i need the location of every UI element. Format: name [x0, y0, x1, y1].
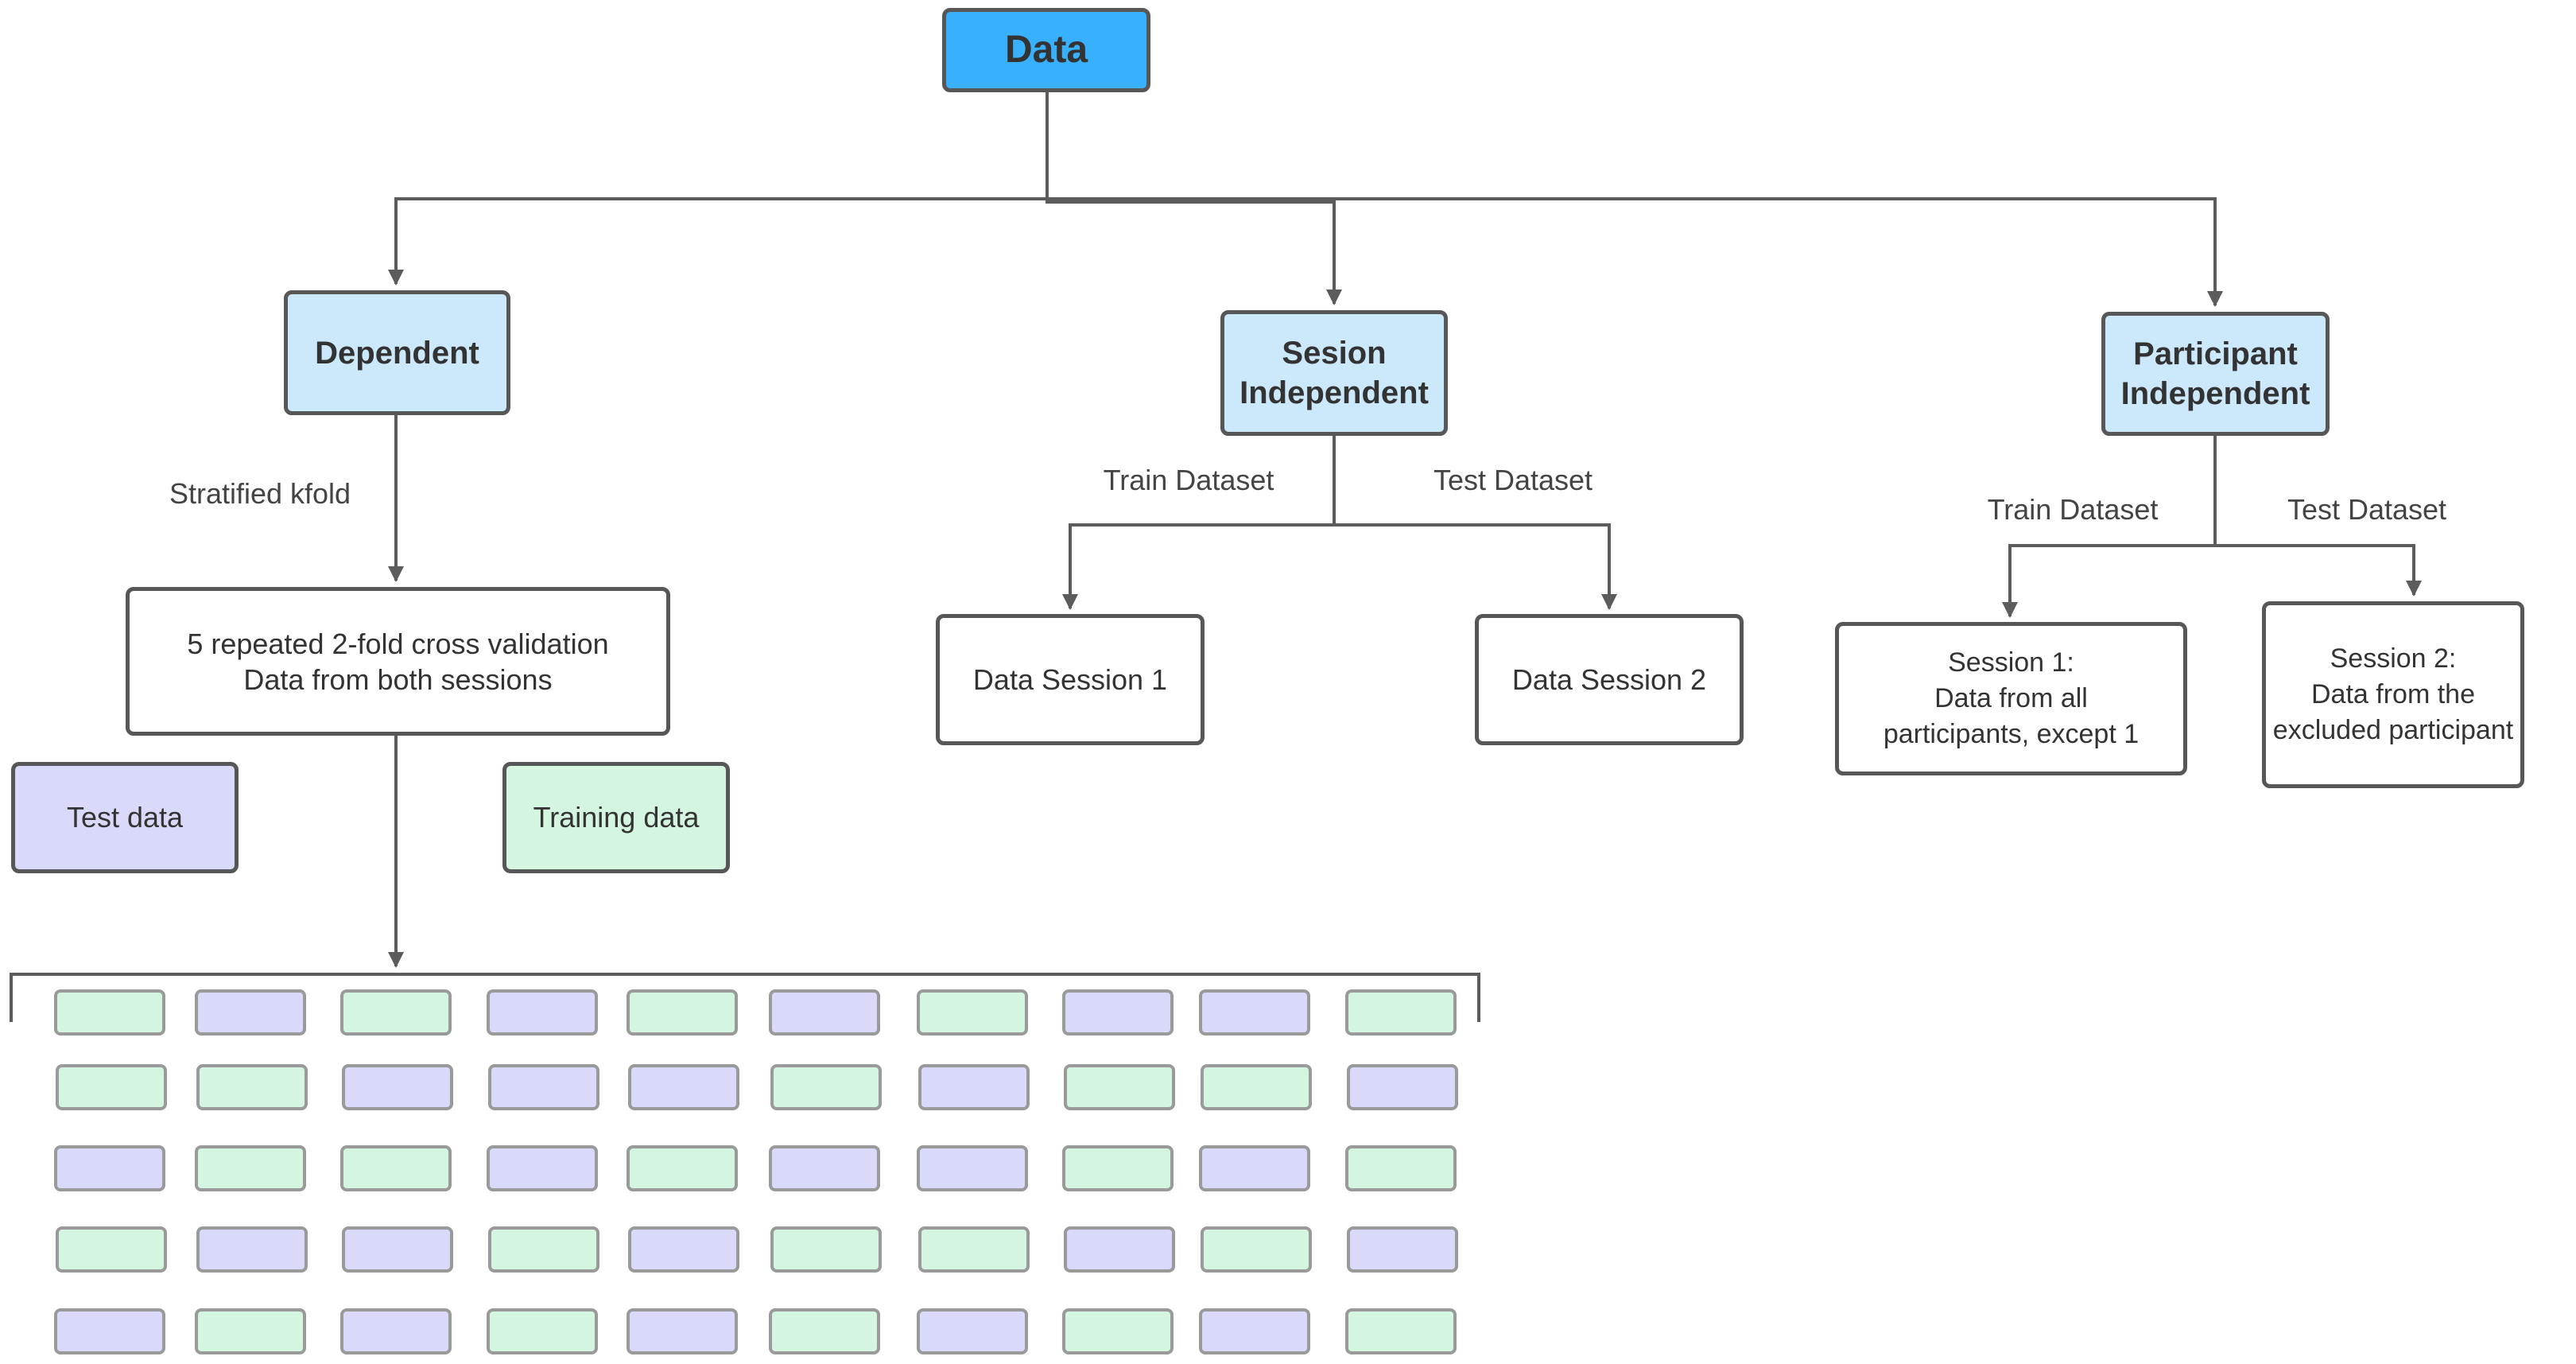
fold-train-r5c6 — [769, 1308, 880, 1354]
session-independent-node: Sesion Independent — [1220, 310, 1448, 436]
legend-training-data-label: Training data — [533, 801, 700, 834]
fold-test-r2c10 — [1347, 1064, 1458, 1110]
folds-bracket — [10, 973, 1480, 1022]
fold-test-r5c9 — [1199, 1308, 1310, 1354]
fold-train-r4c6 — [770, 1226, 882, 1273]
data-session-1-node-label: Data Session 1 — [972, 663, 1168, 696]
fold-train-r2c2 — [196, 1064, 308, 1110]
fold-train-r4c4 — [488, 1226, 599, 1273]
fold-test-r1c9 — [1199, 989, 1310, 1036]
fold-train-r1c1 — [54, 989, 165, 1036]
participant-session-1-node-label: Session 1: Data from all participants, e… — [1883, 647, 2140, 749]
session-independent-node-label: Sesion Independent — [1240, 336, 1429, 410]
edge-session-to-data-session-1 — [1062, 436, 1336, 610]
fold-train-r1c5 — [627, 989, 738, 1036]
fold-train-r2c6 — [770, 1064, 882, 1110]
fold-test-r2c7 — [918, 1064, 1030, 1110]
edge-data-to-participant-independent — [1046, 92, 2223, 307]
fold-test-r2c3 — [342, 1064, 453, 1110]
fold-train-r3c3 — [340, 1145, 452, 1191]
fold-train-r1c3 — [340, 989, 452, 1036]
fold-test-r5c3 — [340, 1308, 452, 1354]
fold-test-r2c5 — [628, 1064, 739, 1110]
session-test-dataset-label: Test Dataset — [1433, 464, 1593, 496]
fold-train-r3c5 — [627, 1145, 738, 1191]
fold-train-r5c2 — [195, 1308, 306, 1354]
legend-training-data: Training data — [502, 762, 730, 873]
data-node-label: Data — [1004, 29, 1088, 72]
participant-session-2-node: Session 2: Data from the excluded partic… — [2262, 601, 2524, 788]
fold-train-r2c8 — [1064, 1064, 1175, 1110]
fold-test-r3c1 — [54, 1145, 165, 1191]
fold-test-r5c7 — [917, 1308, 1028, 1354]
participant-independent-node-label: Participant Independent — [2120, 336, 2310, 411]
fold-test-r1c2 — [195, 989, 306, 1036]
fold-test-r1c4 — [487, 989, 598, 1036]
dependent-node: Dependent — [284, 290, 510, 415]
data-session-1-node: Data Session 1 — [936, 614, 1205, 745]
fold-train-r2c9 — [1201, 1064, 1312, 1110]
fold-test-r3c9 — [1199, 1145, 1310, 1191]
data-session-2-node-label: Data Session 2 — [1511, 663, 1707, 696]
participant-session-1-node: Session 1: Data from all participants, e… — [1835, 622, 2187, 775]
fold-test-r5c5 — [627, 1308, 738, 1354]
fold-test-r1c8 — [1062, 989, 1174, 1036]
fold-test-r2c4 — [488, 1064, 599, 1110]
fold-train-r4c9 — [1201, 1226, 1312, 1273]
fold-test-r3c7 — [917, 1145, 1028, 1191]
legend-test-data: Test data — [11, 762, 239, 873]
fold-test-r4c10 — [1347, 1226, 1458, 1273]
dependent-node-label: Dependent — [315, 335, 479, 371]
fold-train-r4c1 — [56, 1226, 167, 1273]
fold-test-r4c3 — [342, 1226, 453, 1273]
participant-train-dataset-label: Train Dataset — [1987, 493, 2159, 526]
fold-test-r3c4 — [487, 1145, 598, 1191]
fold-test-r5c1 — [54, 1308, 165, 1354]
edge-participant-to-session-2 — [2213, 436, 2422, 597]
fold-train-r2c1 — [56, 1064, 167, 1110]
session-train-dataset-label: Train Dataset — [1103, 464, 1274, 496]
fold-train-r5c8 — [1062, 1308, 1174, 1354]
fold-train-r1c10 — [1345, 989, 1457, 1036]
stratified-kfold-label: Stratified kfold — [169, 477, 351, 510]
data-session-2-node: Data Session 2 — [1475, 614, 1744, 745]
edge-session-to-data-session-2 — [1333, 436, 1617, 610]
legend-test-data-label: Test data — [66, 801, 184, 834]
participant-session-2-node-label: Session 2: Data from the excluded partic… — [2272, 643, 2514, 745]
fold-test-r4c5 — [628, 1226, 739, 1273]
fold-test-r4c2 — [196, 1226, 308, 1273]
fold-train-r4c7 — [918, 1226, 1030, 1273]
fold-test-r3c6 — [769, 1145, 880, 1191]
fold-train-r1c7 — [917, 989, 1028, 1036]
edge-data-to-dependent — [388, 92, 1049, 286]
fold-test-r1c6 — [769, 989, 880, 1036]
fold-train-r5c10 — [1345, 1308, 1457, 1354]
fold-train-r5c4 — [487, 1308, 598, 1354]
data-node: Data — [942, 8, 1150, 92]
participant-test-dataset-label: Test Dataset — [2287, 493, 2447, 526]
cross-validation-node: 5 repeated 2-fold cross validation Data … — [126, 587, 670, 736]
fold-train-r3c2 — [195, 1145, 306, 1191]
participant-independent-node: Participant Independent — [2101, 312, 2330, 436]
fold-train-r3c10 — [1345, 1145, 1457, 1191]
fold-test-r4c8 — [1064, 1226, 1175, 1273]
cross-validation-node-label: 5 repeated 2-fold cross validation Data … — [187, 627, 609, 696]
fold-train-r3c8 — [1062, 1145, 1174, 1191]
